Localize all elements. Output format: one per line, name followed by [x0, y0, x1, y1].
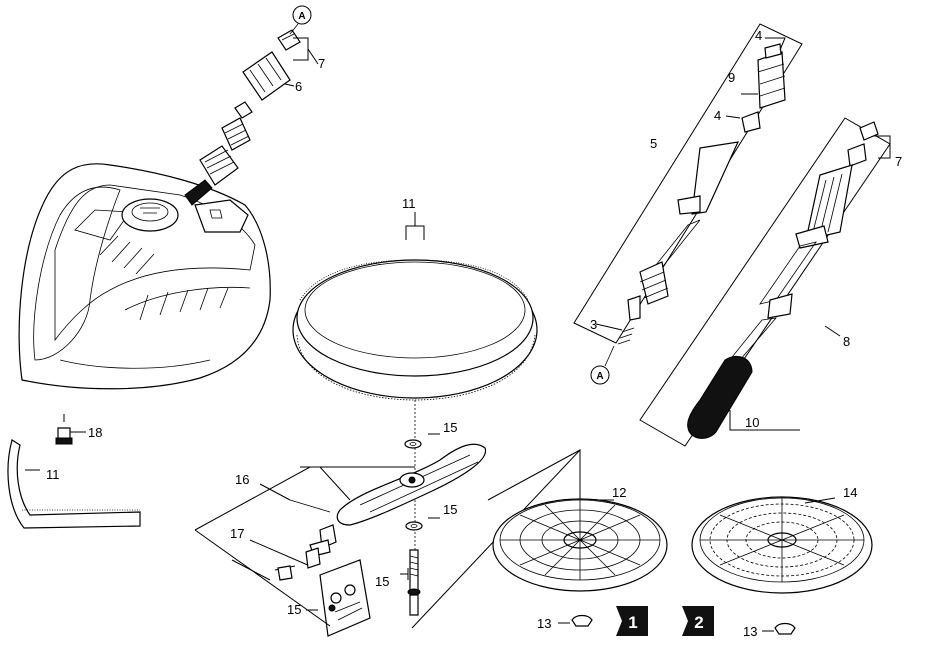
label-15-lower: 15 [443, 502, 457, 517]
reference-a-top: A [292, 5, 312, 25]
label-3: 3 [590, 317, 597, 332]
brush-ring-11 [292, 259, 538, 401]
lance-frame-5 [573, 23, 803, 344]
nozzle-stem [184, 101, 253, 206]
washer-15-upper [404, 439, 422, 449]
washer-15-lower [405, 521, 423, 531]
variant-badge-1: 1 [616, 606, 648, 636]
label-12: 12 [612, 485, 626, 500]
ref-a-top-text: A [298, 11, 305, 22]
rotor-arm-16 [336, 443, 487, 526]
clip-13-left [571, 614, 593, 627]
label-16: 16 [235, 472, 249, 487]
label-10: 10 [745, 415, 759, 430]
nozzle-part-6 [242, 29, 301, 101]
label-8: 8 [843, 334, 850, 349]
handle-parts-8 [727, 121, 879, 363]
handle-frame-8 [639, 117, 891, 447]
label-7-right: 7 [895, 154, 902, 169]
label-9: 9 [728, 70, 735, 85]
label-18: 18 [88, 425, 102, 440]
disc-14 [691, 496, 873, 594]
label-15-shaft: 15 [375, 574, 389, 589]
shaft-15 [407, 549, 421, 616]
label-5: 5 [650, 136, 657, 151]
variant-badge-2: 2 [682, 606, 714, 636]
label-17: 17 [230, 526, 244, 541]
disc-12 [492, 498, 668, 592]
label-11-center: 11 [402, 196, 416, 211]
label-14: 14 [843, 485, 857, 500]
label-15-upper: 15 [443, 420, 457, 435]
housing-cover [18, 163, 271, 390]
label-15-plate: 15 [287, 602, 301, 617]
ref-a-bottom-text: A [596, 371, 603, 382]
brush-segment-11 [7, 439, 141, 529]
badge-1-text: 1 [628, 613, 637, 632]
badge-2-text: 2 [694, 613, 703, 632]
label-4-top: 4 [755, 28, 762, 43]
screw-18 [55, 427, 73, 445]
reference-a-bottom: A [590, 365, 610, 385]
nozzle-pieces-16 [289, 499, 337, 557]
coupling-9 [741, 43, 786, 133]
label-6: 6 [295, 79, 302, 94]
label-4-mid: 4 [714, 108, 721, 123]
label-13-left: 13 [537, 616, 551, 631]
label-7-top: 7 [318, 56, 325, 71]
lance-tube-5 [617, 141, 740, 345]
mounting-plate-15 [319, 559, 371, 637]
label-13-right: 13 [743, 624, 757, 639]
label-11-left: 11 [46, 467, 60, 482]
clip-13-right [774, 622, 796, 635]
grip-10 [687, 356, 753, 439]
nozzle-17 [277, 547, 321, 581]
